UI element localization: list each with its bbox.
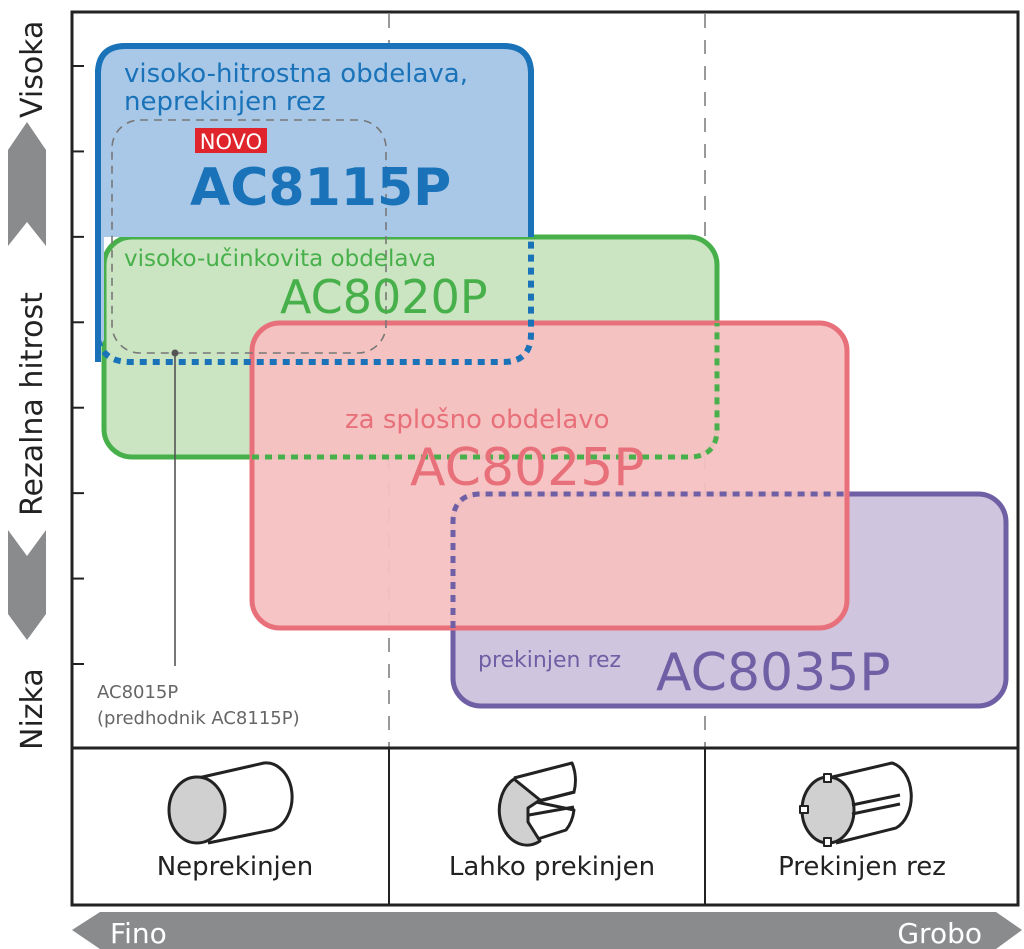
ac8035p-hidden-outline: [450, 491, 847, 628]
grade-region-ac8025p: [249, 320, 850, 631]
ac8035p-name: AC8035P: [656, 643, 891, 703]
ac8115p-description-line1: visoko-hitrostna obdelava,: [124, 59, 468, 89]
ac8020p-description: visoko-učinkovita obdelava: [124, 246, 436, 272]
plot-frame: [70, 10, 1020, 907]
predecessor-region-ac8015p: [111, 119, 387, 354]
y-axis-arrow-down: [8, 530, 46, 640]
grooved-cylinder-icon: [497, 761, 577, 847]
y-axis-low-label: Nizka: [15, 668, 50, 750]
ac8115p-hidden-outline: [95, 237, 534, 365]
y-axis-high-label: Visoka: [15, 21, 50, 118]
category-label-interrupted: Prekinjen rez: [778, 852, 946, 882]
y-axis-arrow: [8, 122, 46, 640]
ac8025p-description: za splošno obdelavo: [345, 405, 610, 435]
x-axis-coarse-label: Grobo: [897, 917, 982, 949]
grade-region-ac8115p: [95, 43, 534, 362]
new-badge: [195, 128, 267, 153]
ac8035p-description: prekinjen rez: [478, 648, 621, 673]
smooth-cylinder-icon: [167, 761, 294, 845]
predecessor-note: (predhodnik AC8115P): [97, 708, 300, 729]
predecessor-name: AC8015P: [97, 682, 178, 703]
y-axis-arrow-up: [8, 122, 46, 246]
y-axis-ticks: [72, 65, 84, 665]
y-axis-title: Rezalna hitrost: [15, 292, 50, 516]
x-axis-fine-label: Fino: [110, 917, 167, 949]
x-axis-arrow: [72, 912, 1022, 949]
ac8020p-name: AC8020P: [280, 270, 488, 324]
ac8020p-hidden-outline: [252, 323, 720, 460]
new-badge-label: NOVO: [200, 130, 262, 154]
category-label-continuous: Neprekinjen: [157, 852, 314, 882]
category-label-light-interrupted: Lahko prekinjen: [449, 852, 655, 882]
ac8025p-name: AC8025P: [410, 438, 645, 498]
ac8115p-name: AC8115P: [190, 158, 451, 218]
ac8115p-description-line2: neprekinjen rez: [124, 87, 326, 117]
slotted-cylinder-icon: [799, 761, 913, 847]
